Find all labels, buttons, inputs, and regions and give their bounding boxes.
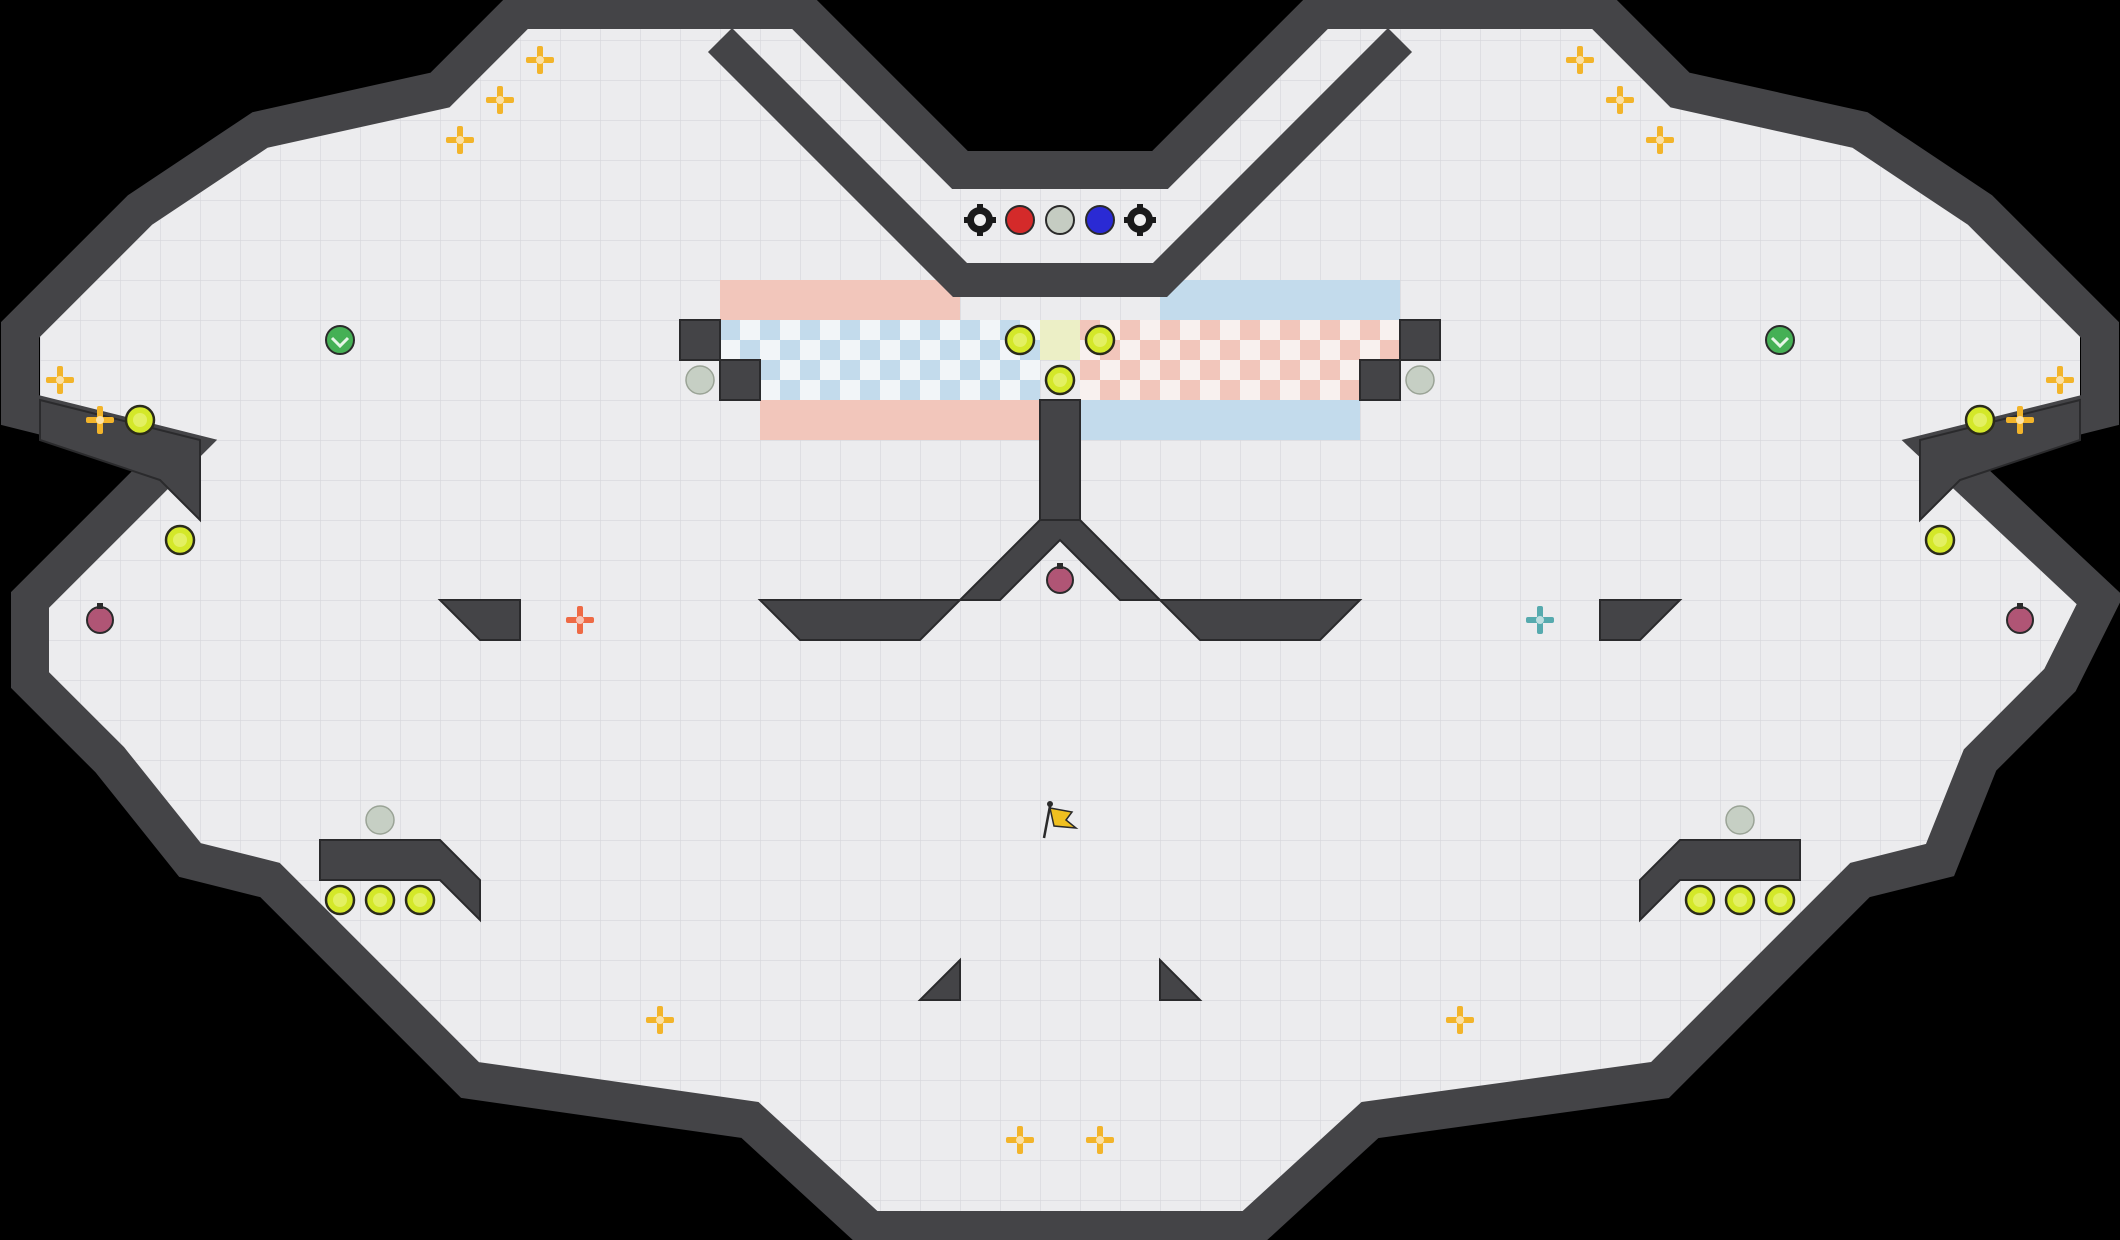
cog-icon [1124, 204, 1156, 236]
cog-icon [964, 204, 996, 236]
spawn-marker-gold [2006, 406, 2034, 434]
energy-pickup [1924, 524, 1956, 556]
speed-pad [325, 325, 355, 355]
speed-pad [1765, 325, 1795, 355]
blue-zone [1080, 400, 1360, 440]
blue-zone [1160, 280, 1400, 320]
inactive-orb [685, 365, 715, 395]
spawn-marker-gold [446, 126, 474, 154]
red-zone [720, 280, 960, 320]
blue-team-orb [1085, 205, 1115, 235]
inactive-orb [365, 805, 395, 835]
spawn-marker-gold [1446, 1006, 1474, 1034]
energy-pickup [1004, 324, 1036, 356]
bomb [1046, 563, 1074, 594]
red-team-orb [1005, 205, 1035, 235]
entities [46, 46, 2074, 1154]
red-zone [760, 400, 1040, 440]
spawn-marker-gold [646, 1006, 674, 1034]
inactive-orb [1725, 805, 1755, 835]
spawn-marker-gold [1086, 1126, 1114, 1154]
energy-pickup [1084, 324, 1116, 356]
team-zones [720, 280, 1400, 440]
spawn-marker-gold [1566, 46, 1594, 74]
energy-pickup [1724, 884, 1756, 916]
bomb [86, 603, 114, 634]
bomb [2006, 603, 2034, 634]
spawn-marker-gold [486, 86, 514, 114]
neutral-orb [1045, 205, 1075, 235]
flag-icon [1042, 801, 1079, 839]
blue-checker-zone [720, 320, 1040, 400]
floor [40, 0, 2080, 1240]
energy-pickup [1764, 884, 1796, 916]
spawn-marker-gold [526, 46, 554, 74]
spawn-marker-red [566, 606, 594, 634]
spawn-marker-teal [1526, 606, 1554, 634]
center-tile [1040, 320, 1080, 360]
spawn-marker-gold [1006, 1126, 1034, 1154]
spawn-marker-gold [2046, 366, 2074, 394]
team-indicator-bar [964, 204, 1156, 236]
energy-pickup [1044, 364, 1076, 396]
inactive-orb [1405, 365, 1435, 395]
energy-pickup [1964, 404, 1996, 436]
energy-pickup [404, 884, 436, 916]
energy-pickup [1684, 884, 1716, 916]
energy-pickup [124, 404, 156, 436]
energy-pickup [324, 884, 356, 916]
red-checker-zone [1080, 320, 1400, 400]
energy-pickup [364, 884, 396, 916]
spawn-marker-gold [1606, 86, 1634, 114]
energy-pickup [164, 524, 196, 556]
spawn-marker-gold [1646, 126, 1674, 154]
spawn-marker-gold [86, 406, 114, 434]
spawn-marker-gold [46, 366, 74, 394]
